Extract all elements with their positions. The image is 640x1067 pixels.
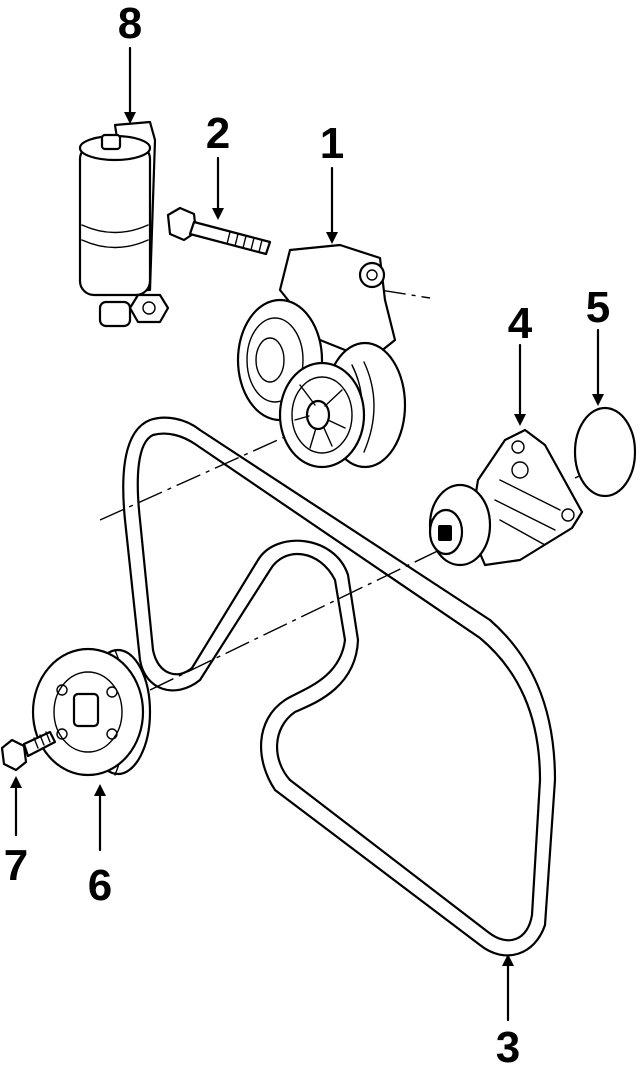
part-8-canister[interactable] — [78, 120, 170, 328]
part-5-gasket[interactable] — [573, 406, 637, 498]
part-7-bolt[interactable] — [0, 730, 57, 772]
part-6-pulley[interactable] — [31, 647, 152, 777]
part-4-pump[interactable] — [428, 428, 584, 567]
callout-label-2: 2 — [206, 109, 230, 158]
callout-label-8: 8 — [118, 0, 142, 48]
callout-label-7: 7 — [4, 841, 28, 890]
callout-label-3: 3 — [496, 1023, 520, 1067]
part-1-tensioner[interactable] — [236, 243, 407, 469]
part-3-belt[interactable] — [122, 416, 557, 957]
callout-label-6: 6 — [88, 861, 112, 910]
leader-lines — [10, 46, 604, 1022]
callout-labels: 8 2 1 4 5 7 6 3 — [4, 0, 610, 1067]
callout-label-1: 1 — [320, 119, 344, 168]
callout-label-5: 5 — [586, 283, 610, 332]
part-2-bolt[interactable] — [166, 206, 272, 256]
callout-label-4: 4 — [508, 299, 533, 348]
